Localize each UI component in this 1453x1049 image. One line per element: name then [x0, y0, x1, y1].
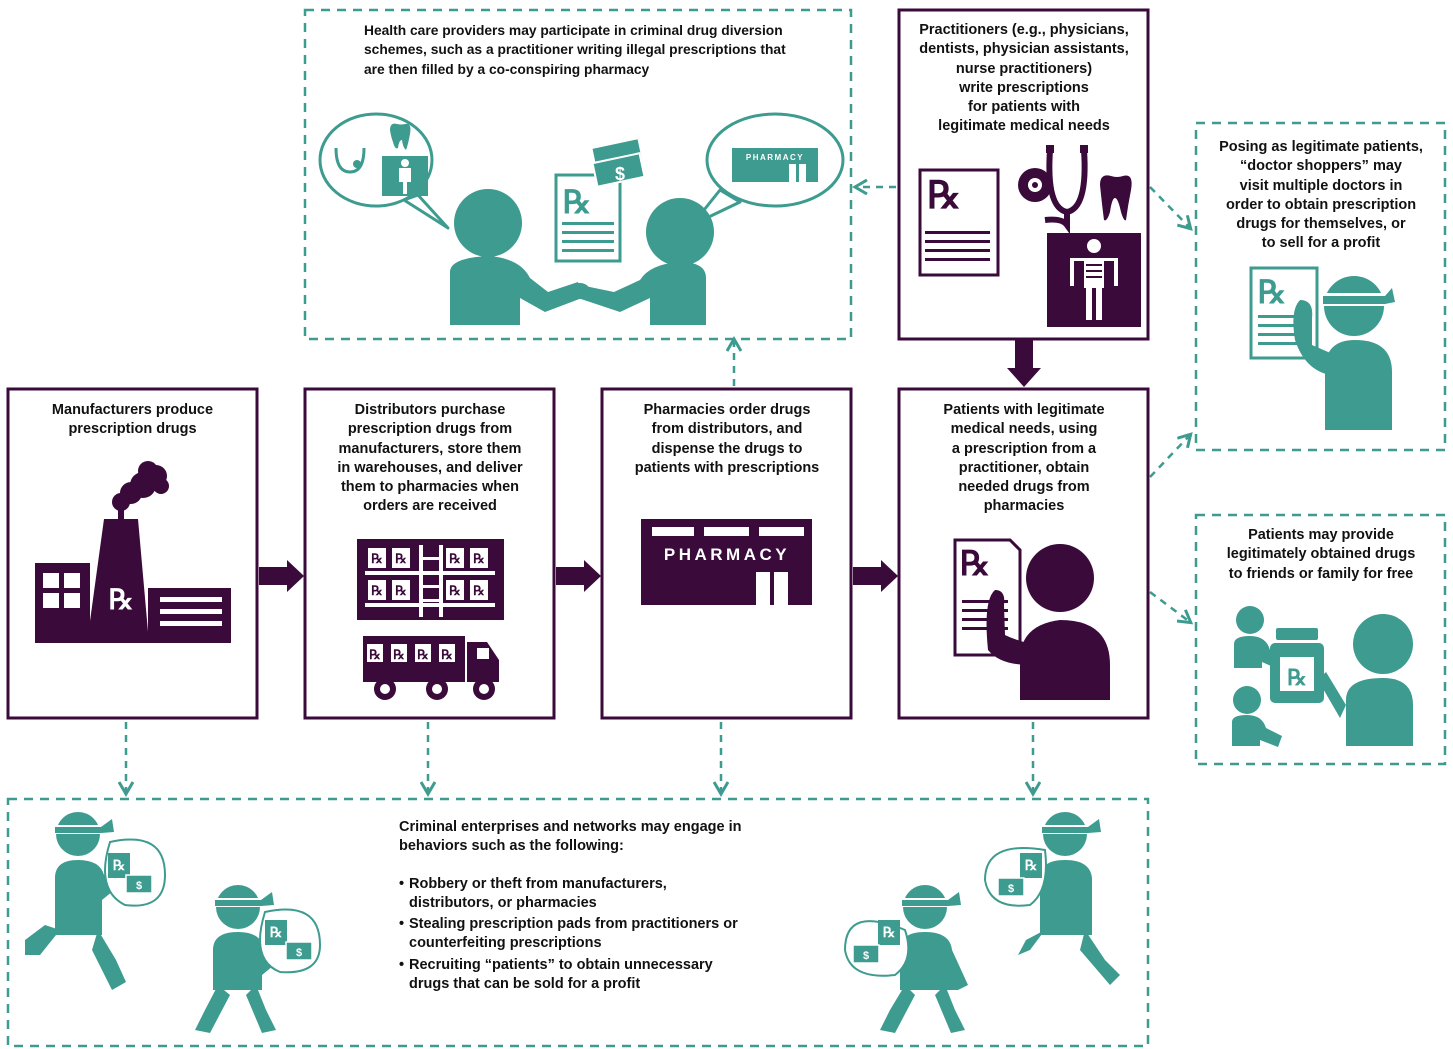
criminal-behavior-item: Stealing prescription pads from practiti…	[399, 915, 819, 954]
svg-text:℞: ℞	[883, 925, 896, 941]
svg-text:℞: ℞	[473, 584, 485, 599]
svg-text:℞: ℞	[113, 858, 126, 874]
warehouse-truck-icon	[357, 539, 504, 700]
criminal-behaviors-list: Robbery or theft from manufacturers, dis…	[399, 875, 819, 995]
svg-text:℞: ℞	[473, 552, 485, 567]
svg-text:℞: ℞	[449, 552, 461, 567]
arrow-distributors-to-pharmacies	[556, 560, 601, 592]
sharing-text: Patients may provide legitimately obtain…	[1226, 527, 1416, 582]
criminal-box	[6, 797, 1150, 1048]
svg-text:℞: ℞	[371, 552, 383, 567]
svg-text:℞: ℞	[441, 648, 453, 663]
svg-text:℞: ℞	[417, 648, 429, 663]
diversion-text: Health care providers may participate in…	[364, 23, 786, 77]
arrow-practitioners-to-patients	[1007, 340, 1041, 387]
arrow-pharmacies-to-patients	[853, 560, 898, 592]
patient-rx: ℞	[960, 544, 990, 584]
svg-text:℞: ℞	[449, 584, 461, 599]
criminal-behavior-item: Robbery or theft from manufacturers, dis…	[399, 875, 819, 914]
dashed-arrow-patients-to-shoppers	[1149, 435, 1190, 478]
svg-text:$: $	[296, 947, 302, 959]
diversion-rx: ℞	[563, 183, 592, 221]
diversion-box	[303, 8, 853, 341]
arrow-manufacturers-to-distributors	[259, 560, 304, 592]
thief-money-marks: $ $ $ $	[136, 880, 1014, 962]
pharmacies-text: Pharmacies order drugs from distributors…	[634, 402, 820, 476]
manufacturers-text: Manufacturers produce prescription drugs	[51, 402, 214, 438]
criminal-behavior-item: Recruiting “patients” to obtain unnecess…	[399, 956, 819, 995]
pharmacy-sign: PHARMACY	[664, 545, 790, 564]
svg-text:℞: ℞	[371, 584, 383, 599]
pill-bottle-share-icon	[1232, 606, 1413, 747]
practitioners-text: Practitioners (e.g., physicians, dentist…	[919, 22, 1129, 135]
shopper-rx: ℞	[1258, 273, 1287, 311]
medical-tools-icon	[918, 145, 1141, 327]
factory-rx: ℞	[108, 583, 133, 616]
patient-prescription-icon	[953, 538, 1110, 700]
doctor-shoppers-text: Posing as legitimate patients, “doctor s…	[1219, 139, 1423, 252]
svg-text:℞: ℞	[393, 648, 405, 663]
warehouse-rx-marks: ℞ ℞ ℞ ℞ ℞ ℞ ℞ ℞ ℞ ℞ ℞ ℞	[369, 552, 485, 663]
svg-text:$: $	[136, 880, 142, 892]
svg-text:$: $	[1008, 883, 1014, 895]
diversion-pharmacy-sign: PHARMACY	[746, 153, 804, 162]
sharing-rx: ℞	[1287, 665, 1307, 691]
handshake-icon	[318, 112, 845, 325]
patients-text: Patients with legitimate medical needs, …	[943, 402, 1105, 515]
criminal-text: Criminal enterprises and networks may en…	[399, 818, 819, 996]
svg-text:℞: ℞	[270, 925, 283, 941]
sharing-box	[1194, 513, 1447, 766]
dashed-arrow-practitioners-to-shoppers	[1149, 186, 1190, 228]
svg-text:℞: ℞	[1025, 858, 1038, 874]
dashed-arrow-patients-to-sharing	[1149, 591, 1190, 622]
thief-rx-marks: ℞ ℞ ℞ ℞	[113, 858, 1038, 941]
thief-icon	[25, 812, 1120, 1033]
svg-text:$: $	[863, 950, 869, 962]
practitioner-rx: ℞	[927, 172, 961, 217]
factory-icon	[35, 461, 231, 643]
svg-text:℞: ℞	[395, 552, 407, 567]
distributors-text: Distributors purchase prescription drugs…	[337, 402, 523, 515]
masked-person-icon	[1249, 266, 1395, 430]
diversion-money: $	[615, 164, 625, 184]
pharmacy-icon	[641, 519, 812, 605]
svg-text:℞: ℞	[369, 648, 381, 663]
svg-text:℞: ℞	[395, 584, 407, 599]
